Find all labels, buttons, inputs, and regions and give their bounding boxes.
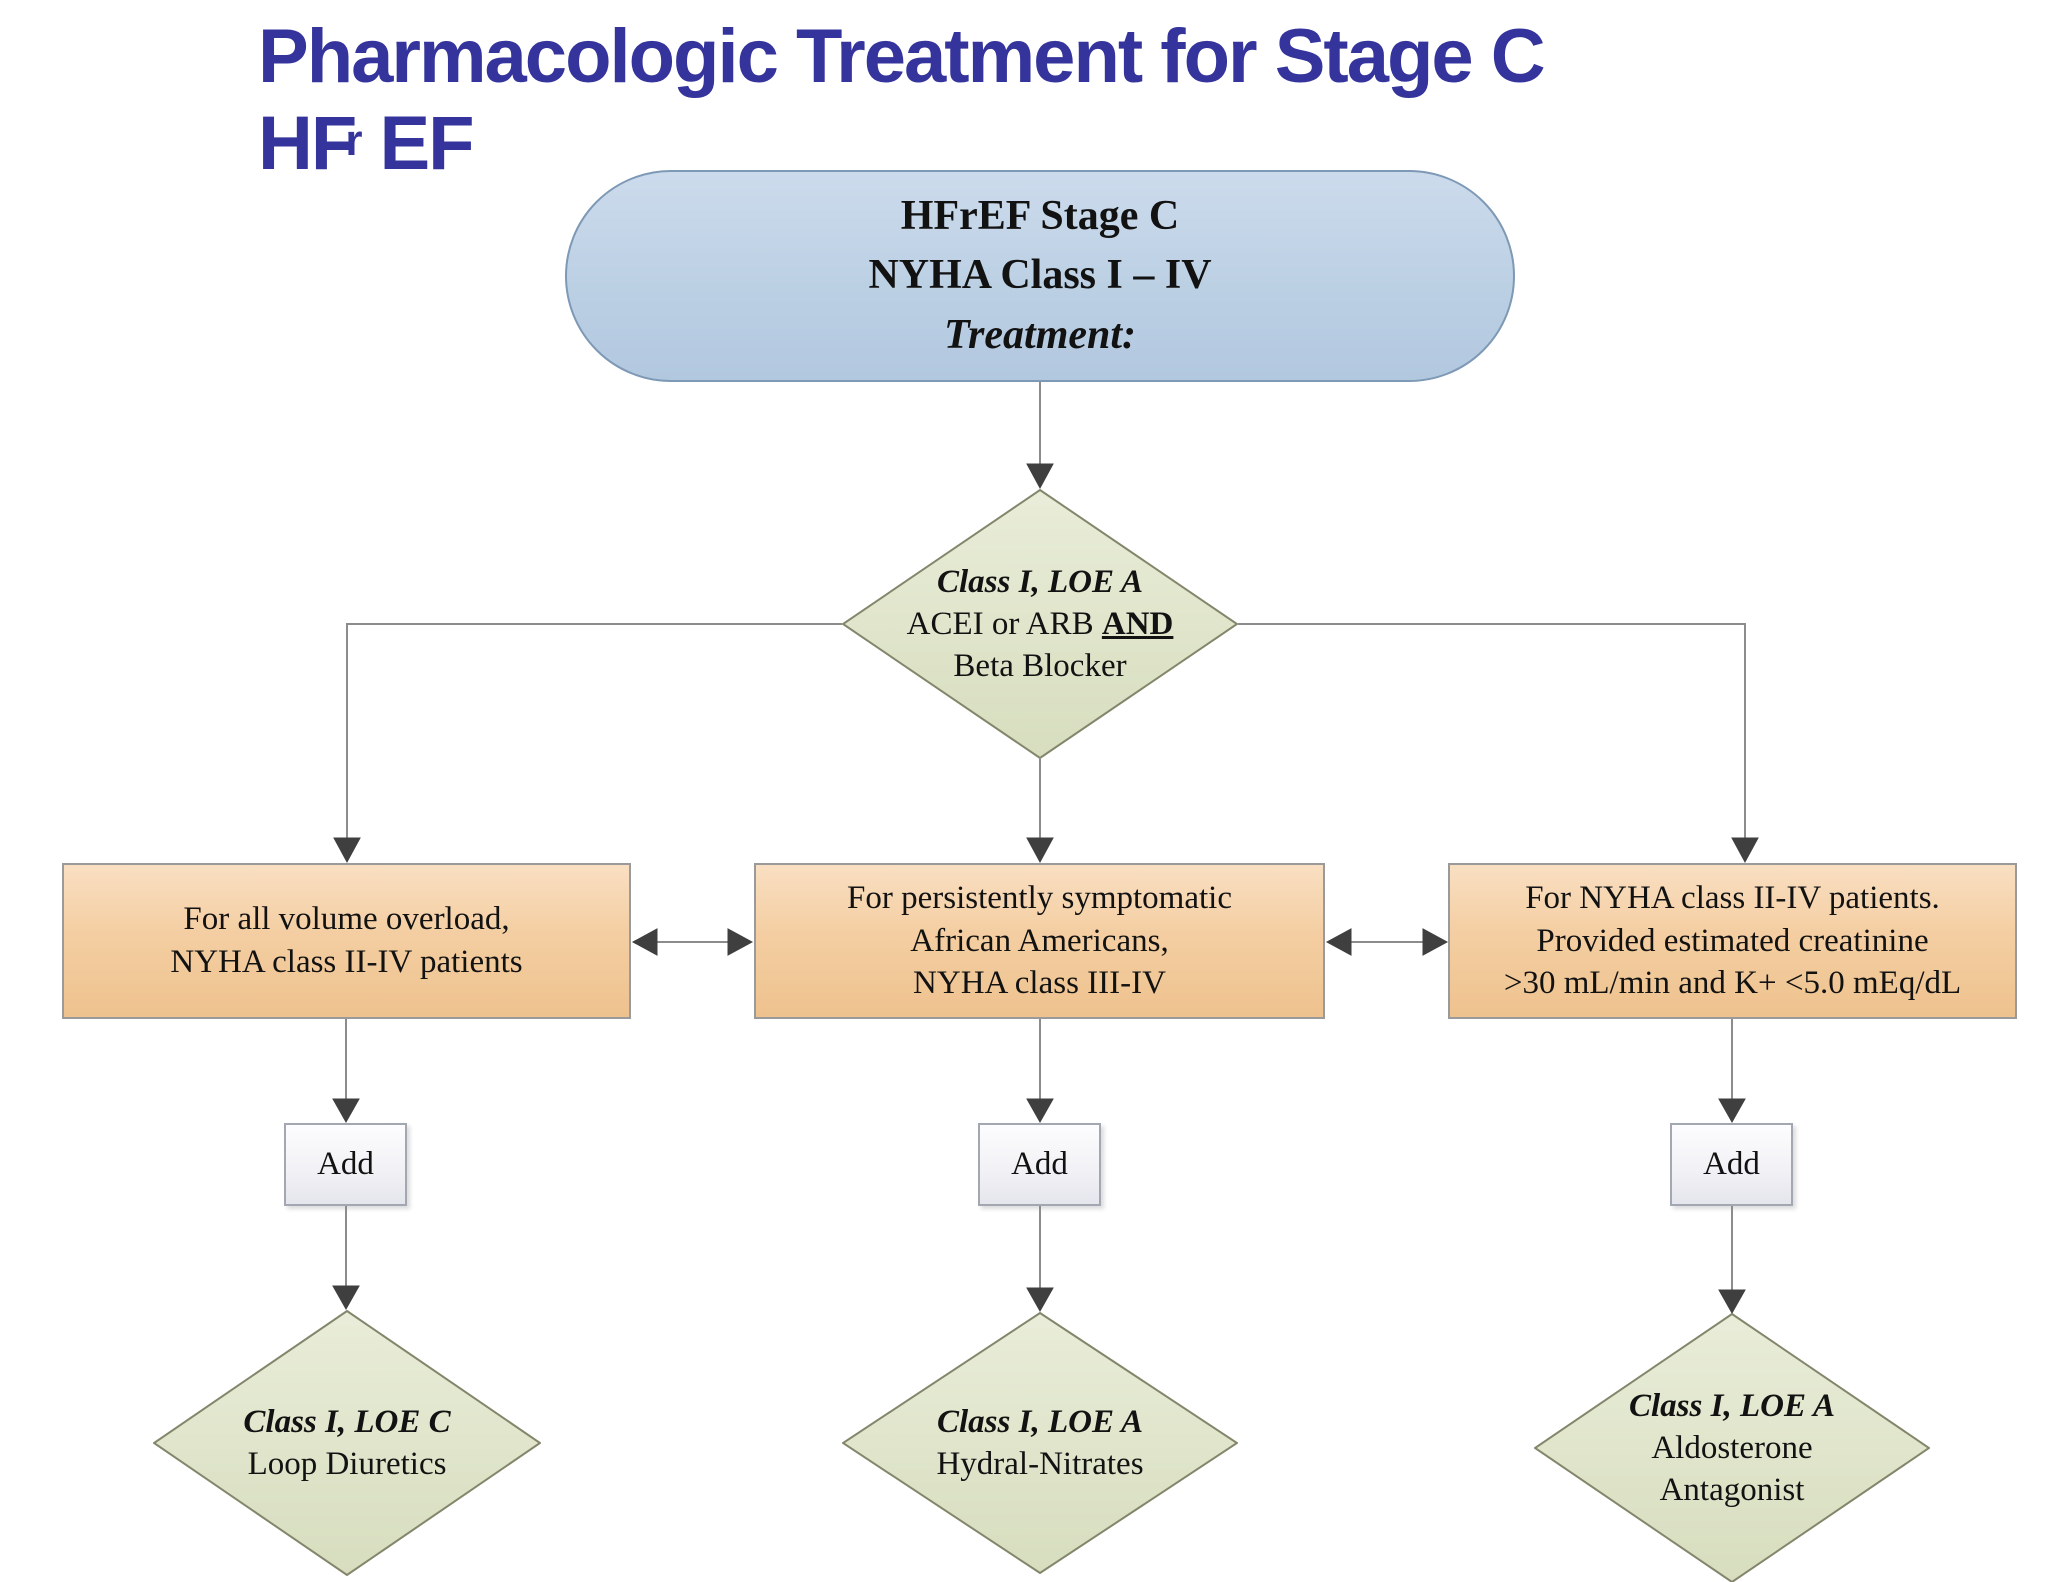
add-left-label: Add [317,1146,374,1182]
node-outcome-aldosterone-antagonist: Class I, LOE A Aldosterone Antagonist [1534,1313,1930,1582]
outcome-right-line3: Antagonist [1659,1472,1805,1509]
branch-left-line2: NYHA class II-IV patients [170,944,523,980]
title-small-r: r [345,115,362,165]
outcome-left-line1: Class I, LOE C [243,1403,451,1440]
node-branch-creatinine: For NYHA class II-IV patients. Provided … [1448,863,2017,1019]
add-mid-label: Add [1011,1146,1068,1182]
node-branch-volume-overload: For all volume overload, NYHA class II-I… [62,863,631,1019]
decision-line1: Class I, LOE A [937,563,1143,600]
outcome-right-line2: Aldosterone [1651,1429,1813,1466]
branch-left-line1: For all volume overload, [183,901,510,938]
branch-right-line2: Provided estimated creatinine [1536,922,1929,959]
page-title-line1: Pharmacologic Treatment for Stage C [258,14,1546,99]
node-branch-african-americans: For persistently symptomatic African Ame… [754,863,1325,1019]
diamond-shape [842,1312,1238,1574]
decision-line3: Beta Blocker [953,648,1127,685]
decision-and: AND [1101,605,1174,642]
node-add-mid: Add [978,1123,1101,1206]
branch-right-line1: For NYHA class II-IV patients. [1525,879,1940,916]
outcome-right-line1: Class I, LOE A [1629,1387,1835,1424]
outcome-left-line2: Loop Diuretics [247,1446,447,1482]
diamond-shape [153,1310,541,1576]
node-add-left: Add [284,1123,407,1206]
branch-mid-line2: African Americans, [910,922,1169,959]
node-start-hfref-stage-c: HFrEF Stage C NYHA Class I – IV Treatmen… [565,170,1515,382]
start-line3: Treatment: [943,311,1137,358]
decision-line2: ACEI or ARB AND [906,605,1174,642]
branch-mid-line1: For persistently symptomatic [847,879,1232,916]
diamond-shape [842,489,1238,759]
branch-right-line3: >30 mL/min and K+ <5.0 mEq/dL [1503,965,1962,1002]
node-outcome-hydral-nitrates: Class I, LOE A Hydral-Nitrates [842,1312,1238,1574]
start-line2: NYHA Class I – IV [868,252,1212,299]
node-decision-acei-arb-beta-blocker: Class I, LOE A ACEI or ARB AND Beta Bloc… [842,489,1238,759]
node-outcome-loop-diuretics: Class I, LOE C Loop Diuretics [153,1310,541,1576]
start-line1: HFrEF Stage C [900,192,1180,239]
add-right-label: Add [1703,1146,1760,1182]
node-add-right: Add [1670,1123,1793,1206]
branch-mid-line3: NYHA class III-IV [913,965,1166,1002]
diamond-shape [1534,1313,1930,1582]
outcome-mid-line1: Class I, LOE A [937,1403,1143,1440]
outcome-mid-line2: Hydral-Nitrates [936,1446,1144,1482]
